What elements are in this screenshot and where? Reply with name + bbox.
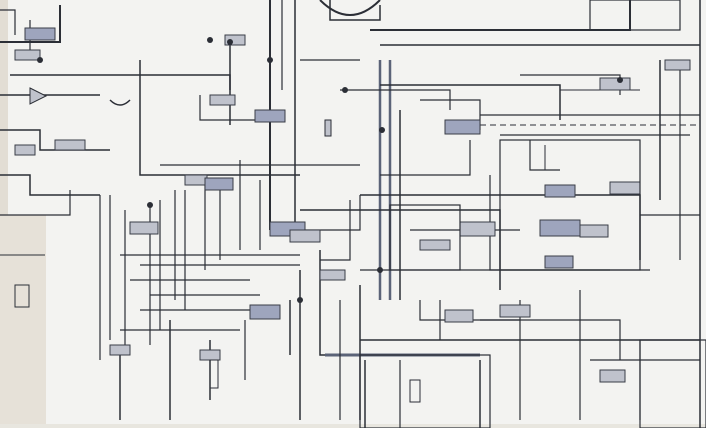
component-block (54, 139, 86, 151)
frame-outline (499, 139, 641, 271)
connector-stack-symbol (209, 359, 219, 389)
component-block (204, 177, 234, 191)
wire-trace (0, 190, 71, 216)
component-block (544, 184, 576, 198)
wire-trace (199, 95, 280, 121)
component-block (444, 309, 474, 323)
component-block (579, 224, 609, 238)
wire-trace (329, 0, 381, 21)
component-block (444, 119, 481, 135)
junction-dot (267, 57, 273, 63)
wire-trace (480, 319, 621, 360)
component-block (319, 269, 346, 281)
junction-dot (377, 267, 383, 273)
junction-dot (617, 77, 623, 83)
arrow-connector-symbol (29, 87, 48, 105)
component-block (24, 27, 56, 41)
component-block (199, 349, 221, 361)
junction-dot (379, 127, 385, 133)
junction-dot (227, 39, 233, 45)
switch-symbol (109, 99, 131, 106)
fuse-symbol (324, 119, 332, 137)
block-layer (14, 0, 706, 428)
paper-left-margin (0, 0, 8, 428)
component-block (599, 77, 631, 91)
component-block (499, 304, 531, 318)
junction-dot (37, 57, 43, 63)
frame-outline (389, 204, 461, 271)
component-block (109, 344, 131, 356)
wire-trace (320, 200, 351, 261)
ground-terminal-symbol (14, 284, 30, 308)
component-block (224, 34, 246, 46)
component-block (14, 144, 36, 156)
wire-trace (139, 60, 300, 176)
component-block (184, 174, 208, 186)
frame-outline (359, 354, 491, 428)
component-block (664, 59, 691, 71)
junction-dot (207, 37, 213, 43)
connector-stack-symbol (409, 379, 421, 403)
component-block (459, 221, 496, 237)
component-block (129, 221, 159, 235)
component-block (419, 239, 451, 251)
frame-outline (589, 0, 681, 31)
wire-trace (0, 174, 100, 196)
wire-trace (0, 9, 16, 35)
wire-trace (0, 5, 61, 43)
wire-trace (380, 84, 561, 120)
component-block (249, 304, 281, 320)
frame-outline (639, 339, 706, 428)
component-block (209, 94, 236, 106)
wire-trace (419, 300, 520, 321)
paper-left-torn-edge (0, 215, 46, 428)
component-block (599, 369, 626, 383)
junction-dot (297, 297, 303, 303)
component-block (609, 181, 641, 195)
component-block (254, 109, 286, 123)
junction-dot (342, 87, 348, 93)
junction-dot (147, 202, 153, 208)
paper-bottom-edge (0, 424, 706, 428)
wire-trace (340, 89, 451, 110)
wire-trace (529, 140, 560, 171)
component-block (544, 255, 574, 269)
component-block (289, 229, 321, 243)
component-block (14, 49, 41, 61)
component-block (539, 219, 581, 237)
relay-contact-symbol (319, 0, 381, 16)
wire-trace (380, 140, 471, 176)
